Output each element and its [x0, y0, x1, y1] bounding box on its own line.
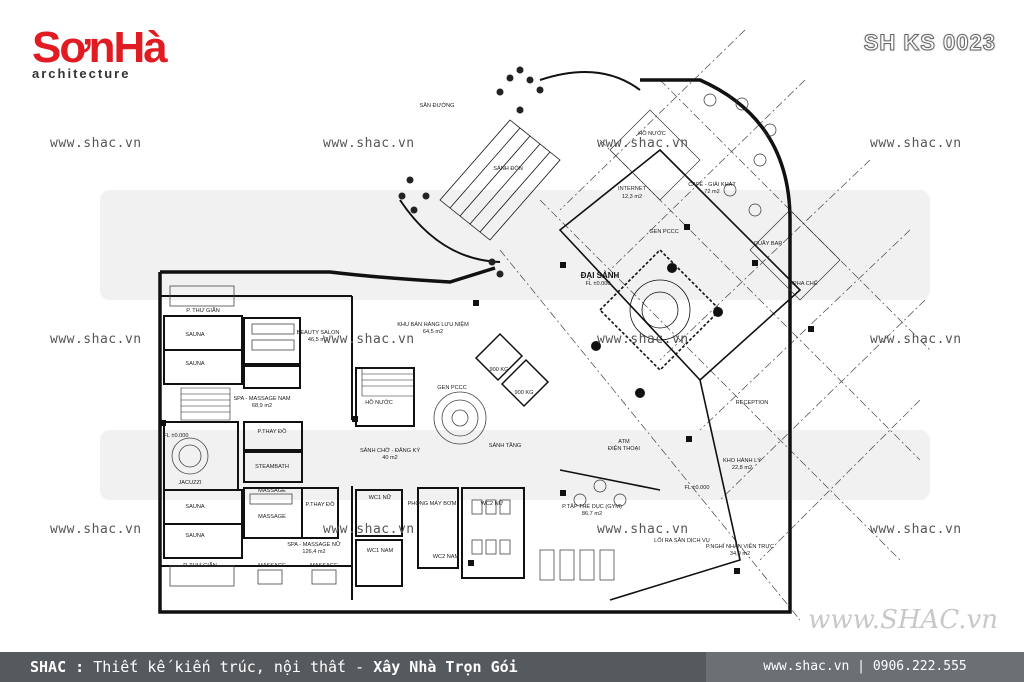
label-sauna-2: SAUNA: [185, 361, 205, 367]
elevators: [474, 332, 550, 408]
gym-equipment: [539, 479, 627, 581]
label-thu-gian-bottom: P. THƯ GIÃN: [183, 562, 216, 569]
watermark-1: www.shac.vn: [50, 136, 142, 151]
footer-contact[interactable]: www.shac.vn | 0906.222.555: [706, 652, 1024, 682]
label-ho-nuoc: HỒ NƯỚC: [365, 399, 393, 406]
label-steambath: STEAMBATH: [255, 464, 289, 470]
label-wc1-nam: WC1 NAM: [367, 548, 394, 554]
logo-mark: SơnHà: [32, 23, 168, 72]
room-labels: SÂN ĐƯỜNG SẢNH ĐÓN HỒ NƯỚC INTERNET 12,3…: [164, 102, 818, 569]
label-wc1-nu: WC1 NỮ: [369, 494, 392, 501]
label-massage-3: MASSAGE: [258, 563, 286, 569]
label-dien-thoai: ĐIỆN THOẠI: [608, 444, 640, 452]
label-sanh-tang: SẢNH TẦNG: [489, 442, 522, 449]
label-fl-dai-sanh: FL ±0.000: [586, 281, 611, 287]
label-spa-nu-area: 126,4 m2: [302, 549, 325, 555]
label-p-pha-che: P.PHA CHẾ: [788, 280, 817, 287]
brand-logo: SơnHà architecture: [32, 23, 168, 82]
label-wc2-nam: WC2 NAM: [433, 554, 460, 560]
label-spa-nam: SPA - MASSAGE NAM: [233, 396, 290, 402]
label-p-nghi-nv: P.NGHỈ NHÂN VIÊN TRỰC: [706, 542, 774, 550]
label-cafe: CAFE - GIẢI KHÁT: [688, 181, 736, 188]
label-sauna-3: SAUNA: [185, 504, 205, 510]
label-massage-4: MASSAGE: [310, 563, 338, 569]
watermark-6: www.shac.vn: [323, 332, 415, 347]
label-spa-nu: SPA - MASSAGE NỮ: [287, 541, 341, 548]
label-kho-area: 22,8 m2: [732, 465, 752, 471]
watermark-5: www.shac.vn: [50, 332, 142, 347]
label-fl-east: FL ±0.000: [685, 485, 710, 491]
label-ho-nuoc-top: HỒ NƯỚC: [638, 130, 666, 137]
label-jacuzzi: JACUZZI: [179, 480, 202, 486]
label-gym-area: 86,7 m2: [582, 511, 602, 517]
label-gen-pccc: GEN PCCC: [437, 385, 467, 391]
project-code: SH KS 0023: [863, 30, 996, 56]
label-ban-hang-area: 64,5 m2: [423, 329, 443, 335]
label-internet: INTERNET: [618, 186, 647, 192]
watermark-12: www.shac.vn: [870, 522, 962, 537]
label-elev-b: 900 KG: [515, 390, 534, 396]
label-massage-1: MASSAGE: [258, 488, 286, 494]
label-internet-area: 12,3 m2: [622, 194, 642, 200]
background-watermark: [100, 190, 930, 500]
label-may-bom: PHÒNG MÁY BƠM: [408, 500, 457, 507]
footer-bar: SHAC : Thiết kế kiến trúc, nội thất - Xâ…: [0, 652, 1024, 682]
watermark-7: www.shac.vn: [597, 332, 689, 347]
columns: [160, 224, 814, 574]
label-wc2-nu: WC2 NỮ: [481, 500, 504, 507]
label-sanh-cho-area: 40 m2: [382, 455, 398, 461]
cafe-furniture: [609, 93, 841, 301]
grid-axes: [499, 29, 931, 621]
label-sauna-1: SAUNA: [185, 332, 205, 338]
label-kho-hanh-ly: KHO HÀNH LÝ: [723, 457, 761, 464]
label-elev-a: 900 KG: [490, 367, 509, 373]
label-sauna-4: SAUNA: [185, 533, 205, 539]
watermark-10: www.shac.vn: [323, 522, 415, 537]
label-thu-gian-top: P. THƯ GIÃN: [186, 307, 219, 314]
label-cafe-area: 72 m2: [704, 189, 720, 195]
label-dai-sanh: ĐẠI SẢNH: [581, 271, 620, 280]
label-gen-pccc-top: GEN PCCC: [649, 229, 679, 235]
label-fl-west: FL ±0.000: [164, 433, 189, 439]
outer-walls: [158, 78, 792, 614]
label-beauty-area: 46,5 m2: [308, 337, 328, 343]
logo-subtitle: architecture: [32, 66, 131, 81]
entrance-steps: [399, 71, 641, 263]
label-atm: ATM: [618, 439, 630, 445]
footer-bold: Xây Nhà Trọn Gói: [373, 658, 518, 676]
label-reception: RECEPTION: [736, 400, 769, 406]
watermark-9: www.shac.vn: [50, 522, 142, 537]
footer-left: SHAC : Thiết kế kiến trúc, nội thất - Xâ…: [30, 658, 518, 676]
label-spa-nam-area: 68,9 m2: [252, 403, 272, 409]
label-massage-2: MASSAGE: [258, 514, 286, 520]
floor-plan: SÂN ĐƯỜNG SẢNH ĐÓN HỒ NƯỚC INTERNET 12,3…: [100, 29, 931, 621]
label-quay-bar: QUẦY BAR: [754, 240, 783, 247]
stairs: [180, 367, 415, 421]
watermark-11: www.shac.vn: [597, 522, 689, 537]
label-nghi-area: 34,9 m2: [730, 551, 750, 557]
watermark-3: www.shac.vn: [597, 136, 689, 151]
label-san-duong: SÂN ĐƯỜNG: [419, 102, 454, 109]
footer-brand: SHAC :: [30, 658, 94, 676]
label-sanh-cho: SẢNH CHỜ - ĐĂNG KÝ: [360, 447, 420, 454]
label-ban-hang: KHU BÁN HÀNG LƯU NIỆM: [397, 320, 469, 328]
left-wing-walls: [160, 295, 525, 600]
watermark-2: www.shac.vn: [323, 136, 415, 151]
label-gym: P.TẬP THỂ DỤC (GYM): [562, 503, 622, 510]
label-sanh-don: SẢNH ĐÓN: [493, 165, 523, 172]
signature-watermark: www.SHAC.vn: [808, 605, 998, 635]
label-p-thay-do: P.THAY ĐỒ: [258, 428, 288, 435]
footer-tagline: Thiết kế kiến trúc, nội thất -: [93, 658, 374, 676]
watermark-8: www.shac.vn: [870, 332, 962, 347]
watermark-4: www.shac.vn: [870, 136, 962, 151]
label-beauty-salon: BEAUTY SALON: [297, 330, 340, 336]
label-loi-ra: LỐI RA SÂN DỊCH VỤ: [654, 537, 710, 544]
fixtures: [169, 285, 511, 587]
planters: [398, 66, 544, 278]
label-p-thay-do-2: P.THAY ĐỒ: [306, 501, 336, 508]
lobby-core: [558, 148, 802, 601]
